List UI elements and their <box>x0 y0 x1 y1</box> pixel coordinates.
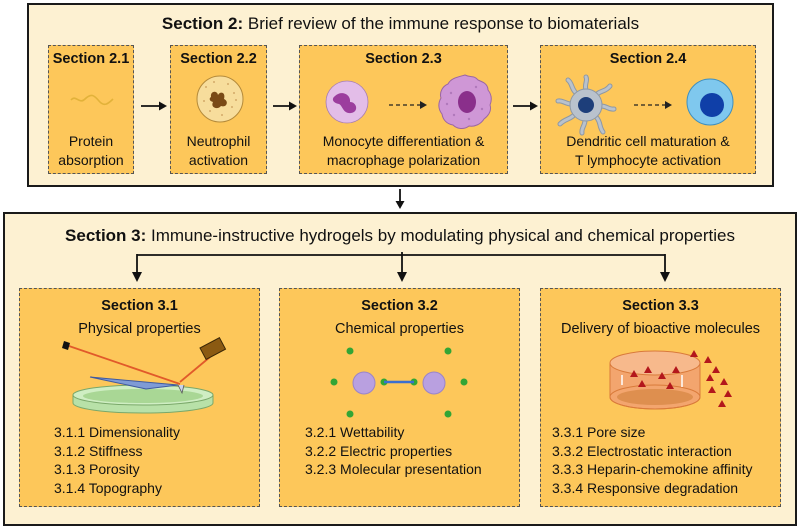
section-3-3-label: Section 3.3 <box>622 298 699 314</box>
section-3-3-subtitle: Delivery of bioactive molecules <box>560 321 761 337</box>
caption-line: Dendritic cell maturation & <box>566 133 730 149</box>
arrow-icon <box>273 101 297 111</box>
section-3-1-subtitle: Physical properties <box>78 321 201 337</box>
list-item: 3.2.2 Electric properties <box>305 442 453 459</box>
section-3-panel: Section 3: Immune-instructive hydrogels … <box>3 212 797 526</box>
caption-line: macrophage polarization <box>326 152 481 168</box>
monocyte-icon <box>325 80 369 124</box>
section-3-title-text: Immune-instructive hydrogels by modulati… <box>151 226 735 245</box>
arrow-icon <box>141 101 167 111</box>
hydrogel-release-icon <box>609 350 732 410</box>
section-2-1-box: Section 2.1 Protein absorption <box>48 45 134 174</box>
dashed-arrow-icon <box>634 101 672 109</box>
section-3-2-box: Section 3.2 Chemical properties 3.2.1 We… <box>279 288 520 507</box>
section-3-2-label: Section 3.2 <box>361 298 438 314</box>
section-2-label: Section 2: <box>161 14 244 33</box>
caption-line: absorption <box>58 152 124 168</box>
section-3-label: Section 3: <box>65 226 147 245</box>
list-item: 3.3.4 Responsive degradation <box>552 479 739 496</box>
section-3-2-subtitle: Chemical properties <box>335 321 464 337</box>
section-2-title: Section 2: Brief review of the immune re… <box>29 14 772 34</box>
list-item: 3.2.3 Molecular presentation <box>305 461 482 477</box>
molecules-icon <box>330 347 468 418</box>
section-3-1-label: Section 3.1 <box>101 298 178 314</box>
list-item: 3.1.3 Porosity <box>54 461 140 477</box>
section-2-panel: Section 2: Brief review of the immune re… <box>27 3 774 187</box>
section-2-2-box: Section 2.2 Neutrophil activation <box>170 45 267 174</box>
list-item: 3.1.4 Topography <box>54 479 162 496</box>
macrophage-icon <box>438 74 492 129</box>
list-item: 3.3.2 Electrostatic interaction <box>552 442 732 459</box>
section-2-3-box: Section 2.3 Monocyte differentiation & m… <box>299 45 508 174</box>
caption-line: Neutrophil <box>186 133 251 149</box>
caption-line: Monocyte differentiation & <box>322 133 485 149</box>
down-arrow-icon <box>395 189 405 209</box>
list-item: 3.1.2 Stiffness <box>54 442 143 459</box>
list-item: 3.3.1 Pore size <box>552 424 646 440</box>
dendritic-cell-icon <box>555 74 617 136</box>
protein-strand-icon <box>70 94 114 106</box>
section-2-4-label: Section 2.4 <box>609 51 687 67</box>
list-item: 3.3.3 Heparin-chemokine affinity <box>552 461 753 477</box>
list-item: 3.2.1 Wettability <box>305 424 405 440</box>
t-lymphocyte-icon <box>686 78 734 126</box>
section-2-3-label: Section 2.3 <box>365 51 442 67</box>
list-item: 3.1.1 Dimensionality <box>54 424 181 440</box>
section-3-title: Section 3: Immune-instructive hydrogels … <box>5 226 795 246</box>
section-3-3-box: Section 3.3 Delivery of bioactive molecu… <box>540 288 781 507</box>
section-3-1-box: Section 3.1 Physical properties 3.1.1 Di… <box>19 288 260 507</box>
branch-connector <box>132 252 670 282</box>
caption-line: activation <box>188 152 249 168</box>
arrow-icon <box>513 101 538 111</box>
section-2-2-label: Section 2.2 <box>180 51 257 67</box>
neutrophil-icon <box>196 75 244 123</box>
dashed-arrow-icon <box>389 101 427 109</box>
section-2-4-box: Section 2.4 <box>540 45 756 174</box>
section-2-1-label: Section 2.1 <box>52 51 130 67</box>
section-2-title-text: Brief review of the immune response to b… <box>247 14 640 33</box>
caption-line: Protein <box>68 133 114 149</box>
petri-dish-probe-icon <box>62 336 227 414</box>
caption-line: T lymphocyte activation <box>574 152 722 168</box>
